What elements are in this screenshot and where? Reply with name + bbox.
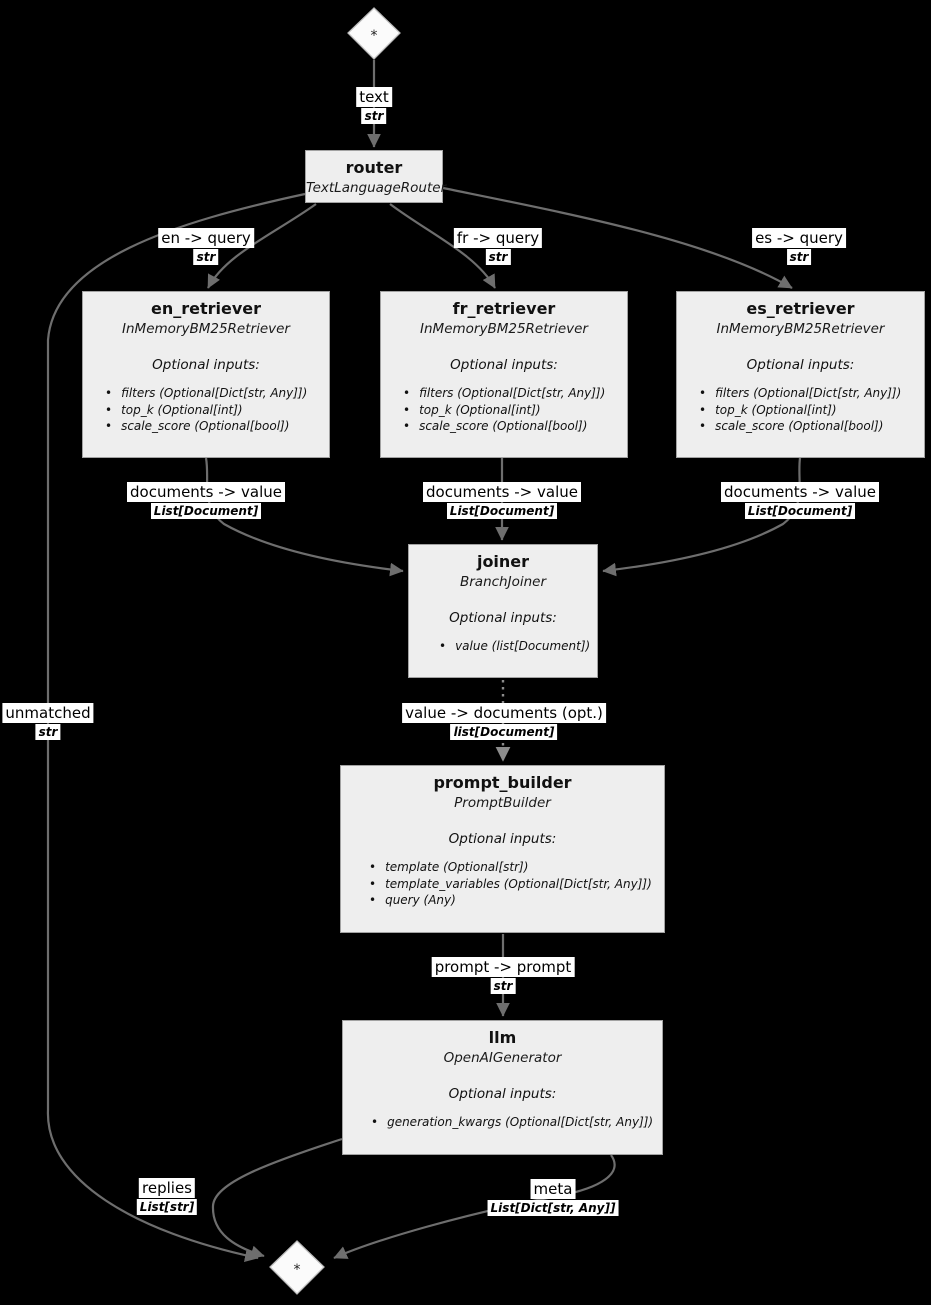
node-es-retriever-class: InMemoryBM25Retriever <box>716 321 885 337</box>
input-item: generation_kwargs (Optional[Dict[str, An… <box>371 1114 658 1131</box>
start-terminal-diamond <box>347 7 401 60</box>
edge-label-en-documents: documents -> value List[Document] <box>127 482 285 519</box>
edge-router-unmatched-end <box>46 192 306 1262</box>
input-item: filters (Optional[Dict[str, Any]]) <box>105 385 325 402</box>
edge-label-en-query-type: str <box>193 249 219 265</box>
optional-inputs-header: Optional inputs: <box>448 1086 557 1102</box>
edge-router-fr-retriever <box>389 203 496 289</box>
node-es-retriever: es_retriever InMemoryBM25Retriever Optio… <box>676 291 925 458</box>
input-item: scale_score (Optional[bool]) <box>105 418 325 435</box>
edge-label-en-documents-name: documents -> value <box>127 482 285 502</box>
edge-label-joiner-out-name: value -> documents (opt.) <box>402 703 606 723</box>
input-item: top_k (Optional[int]) <box>403 402 623 419</box>
edge-label-unmatched: unmatched str <box>2 703 94 740</box>
input-item: query (Any) <box>369 892 660 909</box>
node-router-title: router <box>345 158 403 177</box>
node-prompt-builder: prompt_builder PromptBuilder Optional in… <box>340 765 665 933</box>
optional-inputs-header: Optional inputs: <box>450 357 558 373</box>
edge-llm-replies-end <box>211 1137 343 1259</box>
edge-label-unmatched-name: unmatched <box>2 703 94 723</box>
edge-label-fr-documents: documents -> value List[Document] <box>423 482 581 519</box>
edge-label-text: text str <box>356 87 392 124</box>
optional-inputs-header: Optional inputs: <box>746 357 855 373</box>
edge-label-meta-name: meta <box>530 1179 576 1199</box>
edge-label-text-type: str <box>361 108 387 124</box>
node-router-class: TextLanguageRouter <box>306 180 447 196</box>
edge-label-meta-type: List[Dict[str, Any]] <box>487 1200 619 1216</box>
start-terminal-label: * <box>370 28 378 44</box>
edge-label-text-name: text <box>356 87 392 107</box>
node-en-retriever-title: en_retriever <box>150 299 262 318</box>
input-item: top_k (Optional[int]) <box>699 402 920 419</box>
node-en-retriever-class: InMemoryBM25Retriever <box>122 321 290 337</box>
optional-inputs-list: filters (Optional[Dict[str, Any]]) top_k… <box>677 385 924 435</box>
input-item: value (list[Document]) <box>439 638 593 655</box>
input-item: template (Optional[str]) <box>369 859 660 876</box>
optional-inputs-header: Optional inputs: <box>449 610 557 626</box>
edge-label-es-query-name: es -> query <box>752 228 846 248</box>
edge-label-fr-documents-type: List[Document] <box>446 503 558 519</box>
edge-label-joiner-out-type: list[Document] <box>450 724 558 740</box>
edge-label-es-documents: documents -> value List[Document] <box>721 482 879 519</box>
edge-label-meta: meta List[Dict[str, Any]] <box>487 1179 619 1216</box>
optional-inputs-list: filters (Optional[Dict[str, Any]]) top_k… <box>381 385 627 435</box>
node-llm: llm OpenAIGenerator Optional inputs: gen… <box>342 1020 663 1155</box>
optional-inputs-header: Optional inputs: <box>152 357 260 373</box>
node-en-retriever: en_retriever InMemoryBM25Retriever Optio… <box>82 291 330 458</box>
node-llm-title: llm <box>488 1028 517 1047</box>
edge-label-prompt-name: prompt -> prompt <box>431 957 575 977</box>
edge-label-es-query: es -> query str <box>752 228 846 265</box>
end-terminal-diamond <box>269 1240 325 1295</box>
edge-label-replies-name: replies <box>139 1178 195 1198</box>
optional-inputs-list: value (list[Document]) <box>409 638 597 655</box>
node-fr-retriever-title: fr_retriever <box>452 299 556 318</box>
optional-inputs-list: template (Optional[str]) template_variab… <box>341 859 664 909</box>
node-prompt-builder-class: PromptBuilder <box>454 795 551 811</box>
optional-inputs-list: filters (Optional[Dict[str, Any]]) top_k… <box>83 385 329 435</box>
node-es-retriever-title: es_retriever <box>746 299 855 318</box>
end-terminal-label: * <box>293 1262 301 1278</box>
input-item: filters (Optional[Dict[str, Any]]) <box>403 385 623 402</box>
input-item: top_k (Optional[int]) <box>105 402 325 419</box>
node-joiner-class: BranchJoiner <box>459 574 547 590</box>
node-router: router TextLanguageRouter <box>305 150 447 203</box>
edge-label-es-documents-name: documents -> value <box>721 482 879 502</box>
edge-label-joiner-out: value -> documents (opt.) list[Document] <box>402 703 606 740</box>
optional-inputs-header: Optional inputs: <box>448 831 557 847</box>
edge-label-replies: replies List[str] <box>136 1178 198 1215</box>
edge-label-en-query-name: en -> query <box>158 228 254 248</box>
edge-label-fr-query: fr -> query str <box>453 228 543 265</box>
edge-label-prompt-type: str <box>490 978 516 994</box>
edge-label-en-documents-type: List[Document] <box>150 503 262 519</box>
edge-label-es-documents-type: List[Document] <box>744 503 856 519</box>
node-prompt-builder-title: prompt_builder <box>433 773 572 792</box>
edge-label-fr-documents-name: documents -> value <box>423 482 581 502</box>
edge-router-es-retriever <box>442 186 793 289</box>
edge-label-fr-query-type: str <box>485 249 511 265</box>
input-item: scale_score (Optional[bool]) <box>403 418 623 435</box>
node-joiner-title: joiner <box>476 552 530 571</box>
edge-label-en-query: en -> query str <box>158 228 254 265</box>
edge-label-prompt: prompt -> prompt str <box>431 957 575 994</box>
input-item: scale_score (Optional[bool]) <box>699 418 920 435</box>
edge-label-fr-query-name: fr -> query <box>453 228 543 248</box>
node-llm-class: OpenAIGenerator <box>443 1050 562 1066</box>
edge-label-unmatched-type: str <box>35 724 61 740</box>
input-item: template_variables (Optional[Dict[str, A… <box>369 876 660 893</box>
edge-label-es-query-type: str <box>786 249 812 265</box>
edge-label-replies-type: List[str] <box>136 1199 198 1215</box>
input-item: filters (Optional[Dict[str, Any]]) <box>699 385 920 402</box>
optional-inputs-list: generation_kwargs (Optional[Dict[str, An… <box>343 1114 662 1131</box>
node-joiner: joiner BranchJoiner Optional inputs: val… <box>408 544 598 678</box>
node-fr-retriever-class: InMemoryBM25Retriever <box>420 321 588 337</box>
node-fr-retriever: fr_retriever InMemoryBM25Retriever Optio… <box>380 291 628 458</box>
